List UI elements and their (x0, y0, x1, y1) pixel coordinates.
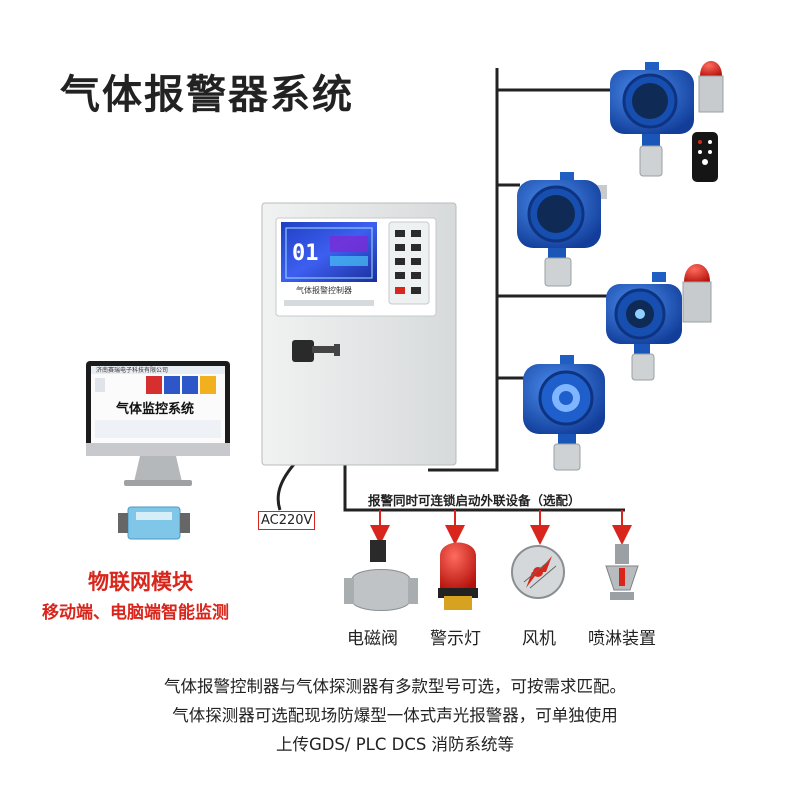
screen-title: 气体报警控制器 (296, 285, 352, 295)
footer-notes: 气体报警控制器与气体探测器有多款型号可选，可按需求匹配。 气体探测器可选配现场防… (0, 672, 790, 759)
remote-control-icon (692, 132, 718, 182)
device-label-fan: 风机 (522, 629, 556, 649)
power-label: AC220V (258, 511, 316, 530)
gas-detector-1 (610, 62, 694, 177)
device-label-sprinkler: 喷淋装置 (588, 629, 656, 649)
monitor-system-title: 气体监控系统 (116, 401, 194, 417)
device-label-light: 警示灯 (430, 629, 481, 649)
gas-detector-2 (517, 172, 607, 287)
gas-detector-3 (606, 272, 682, 381)
controller-cabinet: 01 气体报警控制器 (261, 202, 457, 466)
monitor (86, 361, 230, 486)
linkage-arrows (370, 510, 632, 545)
iot-module-device (118, 506, 190, 540)
footer-line-1: 气体报警控制器与气体探测器有多款型号可选，可按需求匹配。 (164, 677, 626, 696)
iot-subtitle: 移动端、电脑端智能监测 (42, 603, 229, 623)
fan-icon (511, 545, 565, 599)
warning-light-icon (438, 542, 478, 610)
footer-line-2: 气体探测器可选配现场防爆型一体式声光报警器，可单独使用 (172, 706, 618, 725)
device-label-valve: 电磁阀 (347, 629, 398, 649)
solenoid-valve-icon (344, 540, 418, 611)
linkage-label: 报警同时可连锁启动外联设备（选配） (368, 493, 581, 508)
sprinkler-icon (605, 544, 639, 600)
alarm-beacon-2 (682, 264, 712, 323)
footer-line-3: 上传GDS/ PLC DCS 消防系统等 (275, 735, 515, 754)
monitor-company: 济南赛瑞电子科技有限公司 (96, 366, 168, 374)
lcd-digits: 01 (292, 241, 319, 266)
gas-detector-4 (523, 355, 605, 471)
page-title: 气体报警器系统 (60, 72, 354, 118)
keypad (388, 221, 430, 305)
wiring (276, 68, 625, 512)
alarm-beacon-1 (698, 61, 724, 113)
key-icon (292, 340, 340, 362)
iot-title: 物联网模块 (88, 570, 193, 594)
